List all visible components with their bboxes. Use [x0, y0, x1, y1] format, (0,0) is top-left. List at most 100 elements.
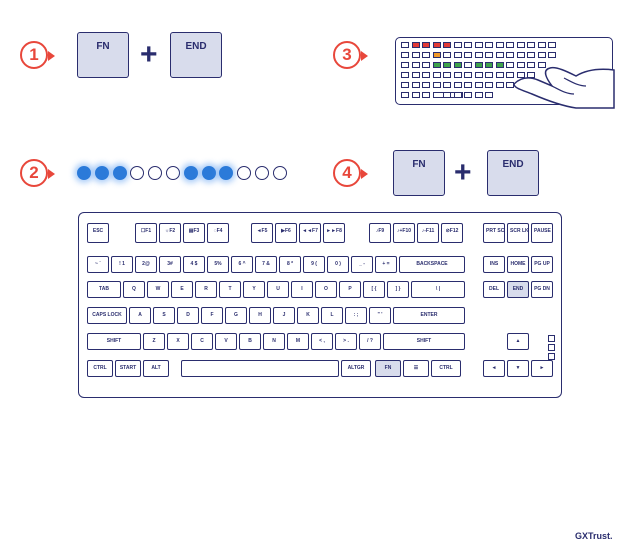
key-4-7: M [287, 333, 309, 350]
key-5-3 [181, 360, 339, 377]
key-5-8: ◄ [483, 360, 505, 377]
led-9 [219, 166, 234, 180]
key-1-16: PG UP [531, 256, 553, 273]
key-1-14: INS [483, 256, 505, 273]
mini-key [443, 52, 451, 58]
end-key-label: END [185, 41, 207, 52]
mini-key [485, 82, 493, 88]
key-label: ALTGR [347, 365, 365, 371]
key-label: T [228, 286, 232, 292]
key-2-14: DEL [483, 281, 505, 298]
mini-key [464, 92, 472, 98]
mini-key [453, 62, 462, 68]
key-label: X [176, 338, 180, 344]
key-label: ▤F3 [188, 228, 200, 234]
key-label: M [295, 338, 301, 344]
key-0-7: ◄◄F7 [299, 223, 321, 243]
key-label: G [234, 312, 238, 318]
mini-key [401, 82, 409, 88]
key-1-5: 5% [207, 256, 229, 273]
key-5-5: FN [375, 360, 401, 377]
key-label: 4 $ [190, 261, 198, 267]
step-1-badge: 1 [20, 41, 55, 69]
mini-key [506, 72, 514, 78]
key-label: R [204, 286, 208, 292]
led-2 [94, 166, 109, 180]
key-1-13: BACKSPACE [399, 256, 465, 273]
keyboard-illustration: ESC☐F1☼F2▤F3◌F4◄F5▶F6◄◄F7►►F8♪F9♪+F10♪-F… [78, 212, 613, 541]
key-2-16: PG DN [531, 281, 553, 298]
key-0-3: ▤F3 [183, 223, 205, 243]
mini-key [443, 62, 451, 68]
mini-key [516, 72, 525, 78]
key-2-6: Y [243, 281, 265, 298]
key-4-11: SHIFT [383, 333, 465, 350]
key-0-13: PRT SCRN [483, 223, 505, 243]
mini-key [464, 42, 472, 48]
key-1-1: ! 1 [111, 256, 133, 273]
key-label: INS [489, 261, 499, 267]
mini-key [432, 52, 441, 58]
key-1-3: 3# [159, 256, 181, 273]
key-label: 6 ^ [238, 261, 246, 267]
mini-key [516, 42, 525, 48]
mini-key [411, 82, 420, 88]
key-3-3: D [177, 307, 199, 324]
key-label: K [306, 312, 310, 318]
mini-key [474, 92, 483, 98]
mini-key [443, 92, 451, 98]
brand-logo: GXTrust. [575, 531, 613, 541]
key-label: W [155, 286, 161, 292]
key-3-1: A [129, 307, 151, 324]
mini-key [401, 92, 409, 98]
key-4-6: N [263, 333, 285, 350]
key-label: ▼ [515, 365, 521, 371]
mini-key [474, 42, 483, 48]
key-label: PG UP [534, 261, 550, 267]
key-label: N [272, 338, 276, 344]
key-1-4: 4 $ [183, 256, 205, 273]
key-3-9: L [321, 307, 343, 324]
fn-key-step4: FN [393, 150, 445, 196]
mini-key [401, 72, 409, 78]
key-4-2: X [167, 333, 189, 350]
key-label: 0 ) [335, 261, 341, 267]
led-11 [255, 166, 269, 180]
key-2-7: U [267, 281, 289, 298]
key-label: + = [382, 261, 390, 267]
key-3-7: J [273, 307, 295, 324]
key-label: / ? [367, 338, 373, 344]
mini-key [453, 52, 462, 58]
key-2-8: I [291, 281, 313, 298]
mini-key [485, 72, 493, 78]
key-5-1: START [115, 360, 141, 377]
key-label: ☼F2 [164, 228, 176, 234]
fn-key-step1: FN [77, 32, 129, 78]
mini-key [411, 62, 420, 68]
led-12 [272, 166, 287, 180]
mini-key [537, 52, 546, 58]
key-label: I [301, 286, 303, 292]
end-key-step4: END [487, 150, 539, 196]
mini-key [453, 42, 462, 48]
key-label: HOME [510, 261, 526, 267]
key-1-7: 7 & [255, 256, 277, 273]
led-1 [77, 166, 91, 180]
key-2-13: \ | [411, 281, 465, 298]
key-label: B [248, 338, 252, 344]
key-3-8: K [297, 307, 319, 324]
key-5-2: ALT [143, 360, 169, 377]
mini-key [453, 82, 462, 88]
mini-key [474, 82, 483, 88]
key-1-15: HOME [507, 256, 529, 273]
mini-key [432, 82, 441, 88]
key-label: Z [152, 338, 156, 344]
key-label: ◌F4 [213, 228, 223, 234]
key-3-2: S [153, 307, 175, 324]
key-label: H [258, 312, 262, 318]
mini-key [422, 62, 430, 68]
key-3-6: H [249, 307, 271, 324]
key-2-0: TAB [87, 281, 121, 298]
key-1-11: _ - [351, 256, 373, 273]
key-label: U [276, 286, 280, 292]
